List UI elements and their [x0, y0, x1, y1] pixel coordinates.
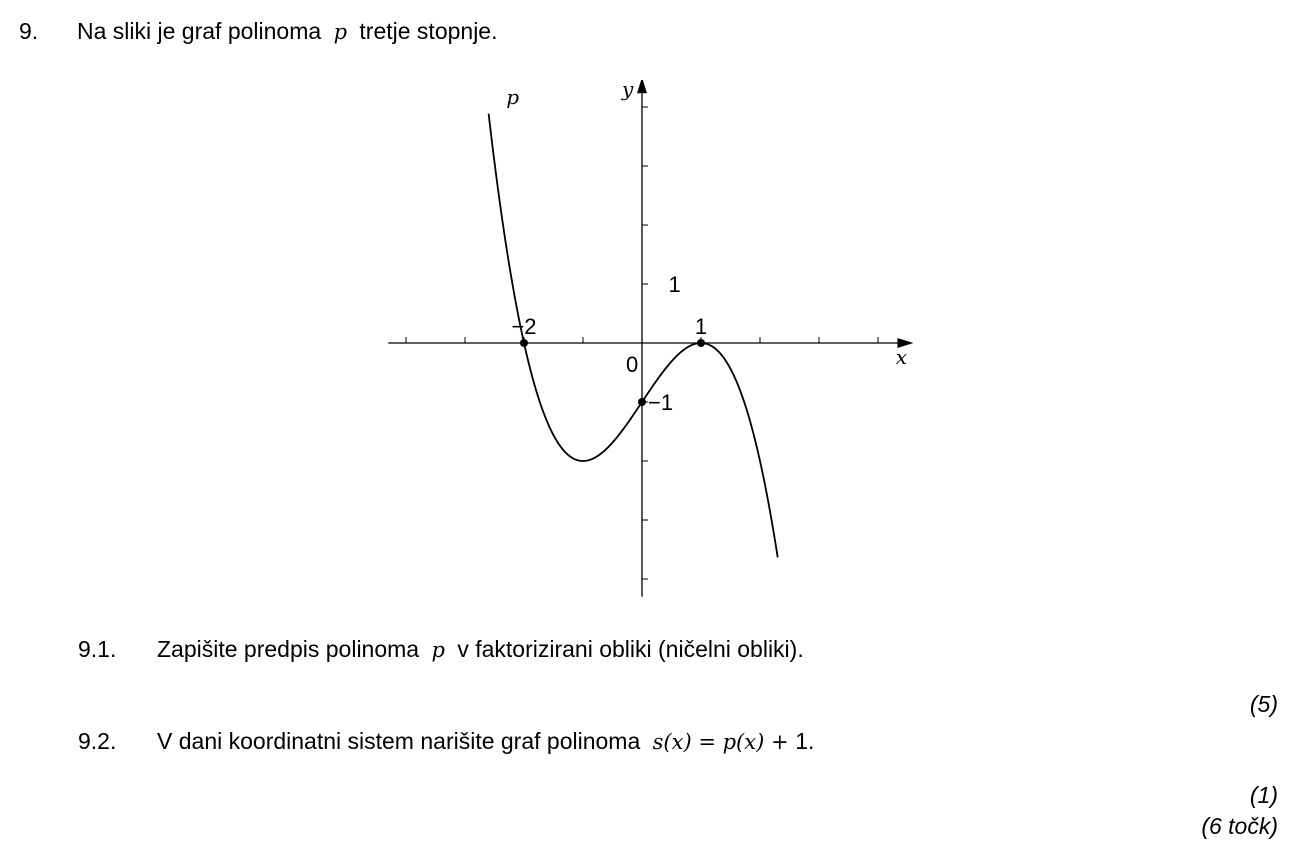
label-zero-one: 1 [695, 314, 707, 339]
y-one-label: 1 [669, 272, 681, 297]
problem-statement: 9. Na sliki je graf polinoma p tretje sto… [19, 17, 498, 46]
label-zero-minus-two: −2 [511, 314, 536, 339]
sub2-text-before: V dani koordinatni sistem narišite graf … [157, 728, 641, 754]
y-axis-arrow [637, 80, 647, 94]
polynomial-graph: p y x −2 1 −1 0 1 [388, 80, 914, 597]
function-label-p: p [506, 85, 519, 109]
sub1-poly-variable: p [431, 638, 445, 662]
marked-point [520, 339, 528, 347]
axis-ticks [405, 106, 879, 580]
sub2-formula-tail: 1. [795, 728, 815, 754]
subquestion-9-1: 9.1. Zapišite predpis polinoma p v faktor… [78, 635, 804, 664]
problem-number: 9. [19, 18, 39, 44]
x-axis-label: x [896, 345, 907, 369]
polynomial-curve [487, 113, 779, 558]
curve-group [487, 113, 779, 558]
axes [388, 80, 914, 597]
total-points: (6 točk) [1201, 813, 1278, 839]
points-group [520, 339, 705, 406]
x-axis-arrow [897, 338, 914, 348]
origin-label: 0 [626, 352, 638, 377]
sub1-text-before: Zapišite predpis polinoma [157, 636, 420, 662]
problem-text-after: tretje stopnje. [359, 18, 498, 44]
sub2-points: (1) [1249, 782, 1278, 808]
problem-text-before: Na sliki je graf polinoma [77, 18, 322, 44]
y-axis-label: y [621, 80, 634, 101]
sub2-number: 9.2. [78, 728, 117, 754]
marked-point [638, 398, 646, 406]
sub1-points: (5) [1249, 691, 1278, 717]
labels-group: p y x −2 1 −1 0 1 [506, 80, 907, 415]
label-y-intercept: −1 [648, 390, 673, 415]
subquestion-9-2: 9.2. V dani koordinatni sistem narišite g… [78, 727, 814, 756]
sub1-text-after: v faktorizirani obliki (ničelni obliki). [457, 636, 804, 662]
sub1-number: 9.1. [78, 636, 117, 662]
sub2-formula: s(x) = p(x) + [652, 730, 796, 754]
poly-variable: p [333, 20, 348, 44]
marked-point [697, 339, 705, 347]
